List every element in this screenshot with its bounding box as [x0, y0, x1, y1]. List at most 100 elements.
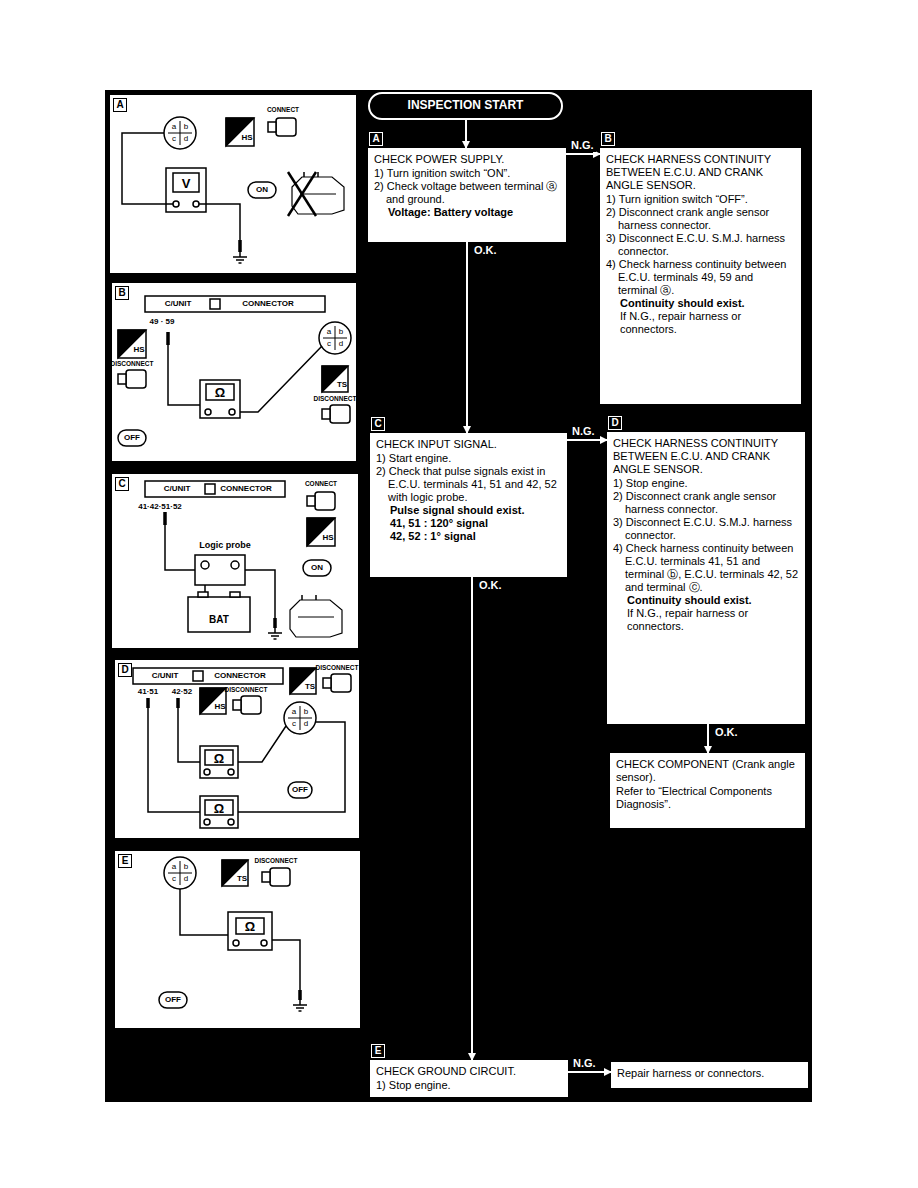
test-probe [238, 240, 242, 252]
ground-symbol [239, 262, 242, 264]
switch-icon [222, 860, 248, 886]
switch-icon [200, 688, 226, 714]
connector-divider [180, 121, 181, 145]
panel-ground [113, 658, 361, 840]
ground-symbol [268, 632, 282, 634]
meter [200, 380, 240, 418]
engine-detail [300, 194, 336, 195]
connector-icon [331, 674, 351, 692]
meter-window [173, 173, 199, 192]
key-position: ON [311, 564, 323, 572]
ignition-key [248, 182, 276, 198]
connector-key [210, 299, 220, 309]
terminal-number: 42·52 [172, 688, 192, 696]
pin-letter: d [184, 135, 188, 143]
meter-symbol: Ω [215, 386, 225, 399]
process-box: ECHECK GROUND CIRCUIT.1) Stop engine. [370, 1060, 568, 1097]
connector-icon [270, 868, 290, 886]
connector-icon-pin [118, 374, 126, 384]
meter-terminal [228, 769, 234, 775]
box-text: Refer to “Electrical Components Diagnosi… [616, 785, 799, 811]
pin-letter: a [172, 863, 176, 871]
key-position: OFF [165, 996, 181, 1004]
engine-detail [301, 595, 303, 600]
switch-label: HS [133, 346, 144, 354]
action-label: CONNECT [267, 107, 299, 114]
pin-letter: b [339, 328, 343, 336]
action-label: DISCONNECT [255, 858, 298, 865]
step-letter: D [118, 663, 132, 677]
switch-icon-shade [222, 860, 248, 886]
wire [180, 889, 228, 935]
meter-window [205, 750, 233, 765]
meter [200, 746, 238, 778]
ground-symbol [233, 256, 247, 258]
wire [204, 585, 206, 592]
unit-label: CONNECTOR [214, 672, 265, 680]
pin-letter: d [184, 875, 188, 883]
action-label: CONNECT [305, 481, 337, 488]
connector-icon-pin [323, 678, 331, 688]
meter-symbol: Ω [245, 920, 255, 933]
ground-symbol [296, 1007, 304, 1009]
switch-icon [118, 330, 146, 358]
sensor-connector [164, 857, 196, 889]
step-letter: D [608, 416, 622, 430]
illustration-panel: D [113, 658, 361, 840]
step-letter: A [369, 132, 383, 146]
box-text: 42, 52 : 1° signal [376, 530, 561, 543]
wire [122, 133, 173, 204]
engine-detail [317, 172, 319, 177]
switch-icon-shade [226, 118, 254, 146]
box-heading: CHECK HARNESS CONTINUITY BETWEEN E.C.U. … [613, 437, 799, 476]
box-heading: CHECK POWER SUPPLY. [374, 153, 560, 166]
box-text: Continuity should exist. [606, 297, 795, 310]
battery-post [198, 592, 208, 597]
meter [228, 912, 272, 950]
switch-icon-shade [307, 518, 335, 546]
box-text: Pulse signal should exist. [376, 504, 561, 517]
probe-terminal [201, 561, 209, 569]
terminal-number: 41·51 [138, 688, 158, 696]
wire [165, 525, 195, 570]
test-probe [166, 332, 170, 345]
process-box: CCHECK INPUT SIGNAL.1) Start engine.2) C… [370, 433, 567, 577]
engine-detail [315, 595, 317, 600]
meter-terminal [261, 940, 267, 946]
illustration-panel: E [113, 849, 362, 1030]
sensor-connector [284, 702, 316, 734]
battery-post [230, 592, 240, 597]
ground-symbol [299, 1010, 302, 1012]
test-probe [163, 512, 167, 525]
edge-label: N.G. [570, 425, 597, 438]
action-label: DISCONNECT [314, 396, 357, 403]
step-letter: E [371, 1044, 385, 1058]
pin-letter: c [172, 875, 176, 883]
switch-icon-shade [118, 330, 146, 358]
test-probe [176, 698, 180, 708]
box-heading: CHECK COMPONENT (Crank angle sensor). [616, 758, 799, 784]
ignition-key [288, 782, 312, 798]
connector-key [193, 671, 203, 681]
wire [199, 204, 240, 240]
start-terminal: INSPECTION START [368, 92, 563, 120]
switch-label: HS [322, 534, 333, 542]
control-unit-connector [133, 668, 283, 684]
action-label: DISCONNECT [111, 361, 154, 368]
switch-icon [226, 118, 254, 146]
meter-terminal [233, 940, 239, 946]
edge-label: O.K. [713, 726, 740, 739]
unit-label: C/UNIT [152, 672, 179, 680]
ground-symbol [236, 259, 244, 261]
connector-icon [241, 696, 261, 714]
wire [168, 345, 200, 405]
control-unit-connector [145, 296, 325, 312]
connector-icon-pin [268, 122, 276, 132]
panel-ground [108, 93, 358, 275]
not-running-cross [288, 172, 316, 216]
connector-icon [315, 492, 335, 510]
unit-label: CONNECTOR [220, 485, 271, 493]
switch-label: TS [237, 875, 247, 883]
wire [272, 940, 300, 990]
box-text: Continuity should exist. [613, 594, 799, 607]
